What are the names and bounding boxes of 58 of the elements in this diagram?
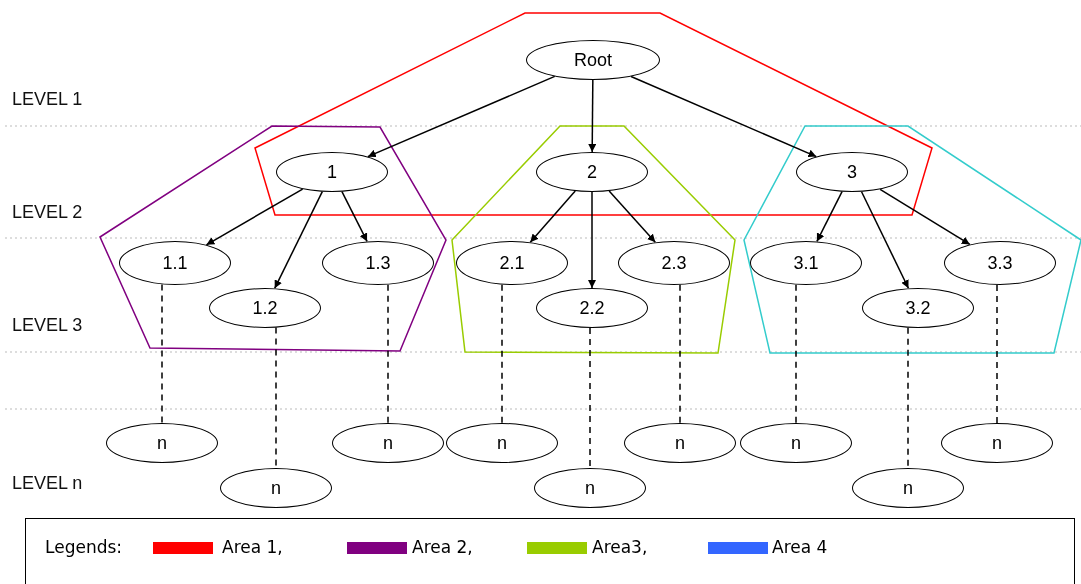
- level-label: LEVEL 1: [12, 88, 83, 110]
- node-label: 1.2: [252, 297, 278, 319]
- node-label: 1: [327, 161, 337, 183]
- dashed-line: [501, 283, 503, 424]
- arrow: [860, 190, 910, 290]
- level-label: LEVEL 3: [12, 314, 83, 336]
- arrow: [588, 79, 597, 153]
- node-label: n: [585, 477, 595, 499]
- legend-label: Area3,: [592, 537, 648, 557]
- dashed-line: [161, 283, 163, 424]
- node-label: 3: [847, 161, 857, 183]
- node-label: Root: [574, 49, 612, 71]
- dashed-line: [275, 326, 277, 469]
- ellipse-node: [750, 241, 862, 285]
- arrow: [341, 190, 368, 243]
- ellipse-node: [618, 241, 730, 285]
- arrow: [273, 190, 324, 290]
- arrow: [879, 188, 971, 246]
- dashed-line: [589, 327, 591, 469]
- node-label: 1.3: [365, 252, 391, 274]
- legend-label: Area 1,: [222, 537, 283, 557]
- node-label: n: [383, 432, 393, 454]
- legend-label: Area 2,: [412, 537, 473, 557]
- node-label: n: [675, 432, 685, 454]
- dashed-line: [795, 283, 797, 424]
- node-label: 2.1: [499, 252, 525, 274]
- node-label: n: [271, 477, 281, 499]
- node-label: 1.1: [162, 252, 188, 274]
- node-label: 2.2: [579, 297, 605, 319]
- node-label: 2.3: [661, 252, 687, 274]
- node-label: 2: [587, 161, 597, 183]
- arrow: [816, 190, 843, 243]
- arrow: [205, 188, 304, 246]
- node-label: 3.2: [905, 297, 931, 319]
- legend-label: Area 4: [772, 537, 828, 557]
- dashed-line: [679, 284, 681, 424]
- node-label: n: [791, 432, 801, 454]
- ellipse-node: [456, 241, 568, 285]
- node-label: 3.3: [987, 252, 1013, 274]
- dashed-line: [907, 326, 909, 469]
- arrow: [588, 191, 596, 289]
- level-label: LEVEL n: [12, 472, 83, 494]
- arrow: [608, 190, 657, 243]
- ellipse-node: [119, 241, 231, 285]
- node-label: 3.1: [793, 252, 819, 274]
- node-label: n: [497, 432, 507, 454]
- ellipse-node: [322, 241, 434, 285]
- dashed-line: [387, 283, 389, 424]
- legend-title: Legends:: [45, 537, 123, 557]
- node-label: n: [157, 432, 167, 454]
- node-label: n: [903, 477, 913, 499]
- node-label: n: [992, 432, 1002, 454]
- arrow: [367, 75, 556, 158]
- arrow: [529, 190, 576, 243]
- dashed-line: [996, 284, 998, 424]
- level-label: LEVEL 2: [12, 201, 83, 223]
- arrow: [630, 75, 818, 158]
- ellipse-node: [536, 152, 648, 192]
